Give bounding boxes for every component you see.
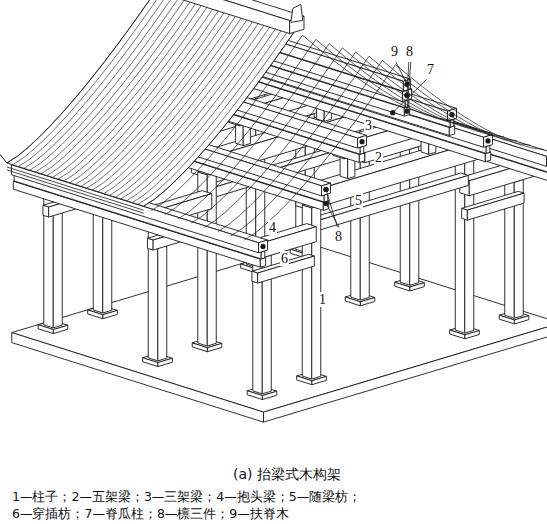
purlin bbox=[484, 135, 493, 148]
purlin bbox=[259, 240, 268, 253]
rafter bbox=[382, 60, 531, 145]
roof-tile-row bbox=[144, 31, 295, 206]
rafter bbox=[356, 52, 505, 137]
rafter bbox=[316, 39, 465, 124]
rafter bbox=[396, 65, 544, 150]
roof-tile-row bbox=[115, 22, 266, 197]
leader-line bbox=[326, 204, 339, 228]
callout-number: 4 bbox=[268, 220, 277, 235]
rafter bbox=[244, 65, 395, 240]
roof-tile-row bbox=[138, 29, 289, 204]
legend-line: 1—柱子；2—五架梁；3—三架梁；4—抱头梁；5—随梁枋； bbox=[12, 489, 361, 504]
callout-number: 5 bbox=[354, 193, 363, 208]
callout-number: 8 bbox=[334, 229, 343, 244]
roof-tile-row bbox=[70, 7, 221, 182]
roof-tile-row bbox=[132, 27, 283, 202]
purlin-end-dot bbox=[485, 138, 490, 143]
leader-line bbox=[393, 79, 427, 112]
purlin-end-dot bbox=[323, 187, 328, 192]
roof-tile-row bbox=[18, 0, 169, 167]
rafter bbox=[369, 56, 518, 141]
roof-tile-row bbox=[104, 18, 255, 193]
eave-line bbox=[7, 167, 144, 210]
roof-tile-row bbox=[58, 4, 209, 179]
callout-number: 3 bbox=[364, 118, 373, 133]
purlin bbox=[358, 135, 367, 148]
caption: (a) 抬梁式木构架 bbox=[137, 466, 437, 482]
roof-ridge bbox=[147, 0, 290, 34]
roof-tile-row bbox=[87, 13, 238, 188]
timber-frame bbox=[0, 0, 547, 422]
roof-tile-row bbox=[53, 2, 204, 177]
eave-corner bbox=[0, 153, 7, 163]
callout-number: 2 bbox=[374, 150, 383, 165]
callout-number: 6 bbox=[280, 251, 289, 266]
rafter bbox=[303, 35, 452, 120]
roof bbox=[7, 0, 295, 206]
leader-dot bbox=[390, 110, 395, 115]
leader-dot bbox=[323, 187, 328, 192]
tie-beam bbox=[147, 238, 153, 250]
leader-dot bbox=[323, 201, 328, 206]
leader-line bbox=[407, 62, 411, 111]
purlin-end-dot bbox=[359, 139, 364, 144]
legend-line: 6—穿插枋；7—脊瓜柱；8—檩三件；9—扶脊木 bbox=[12, 506, 289, 521]
roof-tile-row bbox=[127, 25, 278, 200]
roof-tile-row bbox=[110, 20, 261, 195]
purlin bbox=[322, 183, 331, 196]
roof-tile-row bbox=[81, 11, 232, 186]
roof-tile-row bbox=[64, 6, 215, 181]
roof-tile-row bbox=[47, 0, 198, 175]
tie-beam bbox=[462, 208, 468, 220]
ridge-ornament bbox=[291, 4, 303, 22]
roof-tile-row bbox=[75, 9, 226, 184]
tie-beam bbox=[252, 271, 258, 283]
rafter bbox=[329, 44, 478, 129]
eave-line bbox=[7, 170, 144, 213]
callout-number: 8 bbox=[405, 44, 414, 59]
leader-dot bbox=[404, 109, 409, 114]
roof-tile-row bbox=[92, 15, 243, 190]
tie-beam bbox=[43, 205, 49, 217]
callout-number: 1 bbox=[318, 292, 327, 307]
callout-number: 7 bbox=[426, 62, 435, 77]
leader-line bbox=[396, 62, 407, 84]
rafter bbox=[342, 48, 491, 133]
purlin-end-dot bbox=[260, 244, 265, 249]
purlin-tie bbox=[323, 201, 328, 211]
roof-tile-row bbox=[98, 16, 249, 191]
callout-number: 9 bbox=[390, 44, 399, 59]
tie-beam bbox=[467, 193, 524, 220]
platform-edge bbox=[12, 333, 264, 423]
roof-tile-row bbox=[121, 24, 272, 199]
